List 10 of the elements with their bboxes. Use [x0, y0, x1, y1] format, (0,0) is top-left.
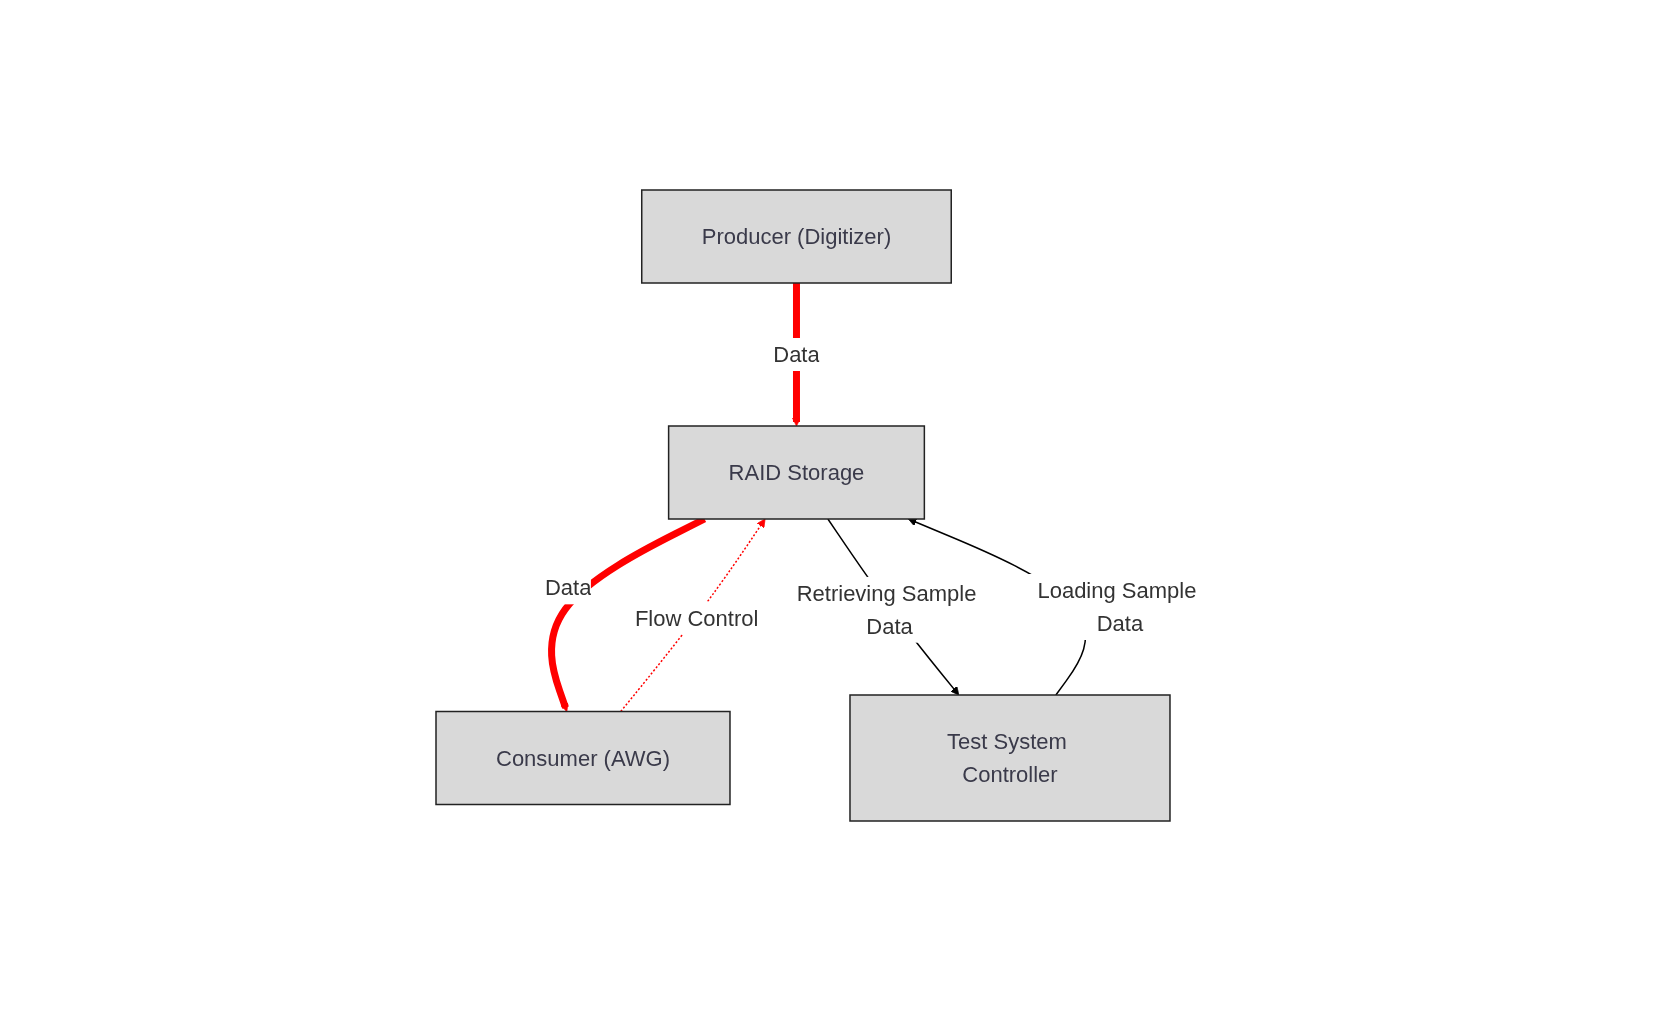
edge-label: Retrieving Sample Data — [796, 580, 976, 639]
node-box: Consumer (AWG) — [434, 710, 731, 806]
edge-label: Loading Sample Data — [1036, 578, 1196, 636]
edge-label: Data — [772, 342, 820, 367]
node-box: Test System Controller — [848, 694, 1171, 822]
edge-label: Data — [544, 575, 591, 601]
edge-label: Flow Control — [634, 605, 758, 631]
arrow — [619, 518, 765, 713]
node-box: RAID Storage — [667, 425, 925, 520]
node-box: Producer (Digitizer) — [640, 189, 952, 284]
